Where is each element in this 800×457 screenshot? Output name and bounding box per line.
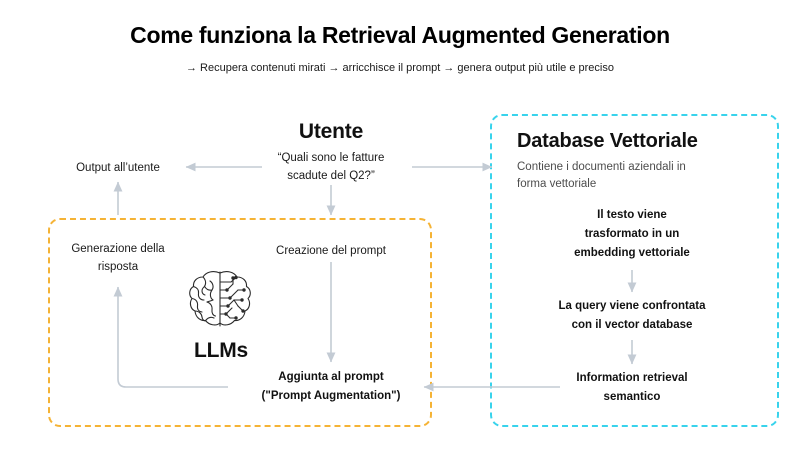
query-match-step-line-1: La query viene confrontata <box>558 300 706 312</box>
retrieval-step-line-2: semantico <box>603 391 661 403</box>
brain-circuit-icon <box>189 271 251 327</box>
vector-database-description-line-1: Contiene i documenti aziendali in <box>517 161 686 173</box>
llms-label: LLMs <box>193 339 249 362</box>
vector-database-heading: Database Vettoriale <box>517 130 698 152</box>
page-subtitle: → Recupera contenuti mirati → arricchisc… <box>186 62 614 74</box>
embedding-step-line-2: trasformato in un <box>584 228 680 240</box>
generation-label-line-1: Generazione della <box>71 243 165 255</box>
user-heading: Utente <box>298 120 364 143</box>
output-to-user-label: Output all’utente <box>76 162 160 174</box>
augmentation-label-line-1: Aggiunta al prompt <box>278 371 384 383</box>
embedding-step-line-1: Il testo viene <box>597 209 667 221</box>
page-title: Come funziona la Retrieval Augmented Gen… <box>130 22 670 48</box>
retrieval-step-line-1: Information retrieval <box>576 372 688 384</box>
user-query-line-2: scadute del Q2?” <box>287 170 375 182</box>
vector-database-group-box <box>490 114 779 427</box>
llm-group-box <box>48 218 432 427</box>
user-query-line-1: “Quali sono le fatture <box>277 152 385 164</box>
vector-database-description-line-2: forma vettoriale <box>517 178 597 190</box>
query-match-step-line-2: con il vector database <box>571 319 693 331</box>
prompt-creation-label: Creazione del prompt <box>276 245 386 257</box>
augmentation-label-line-2: ("Prompt Augmentation") <box>261 390 401 402</box>
generation-label-line-2: risposta <box>97 261 139 273</box>
embedding-step-line-3: embedding vettoriale <box>574 247 690 259</box>
